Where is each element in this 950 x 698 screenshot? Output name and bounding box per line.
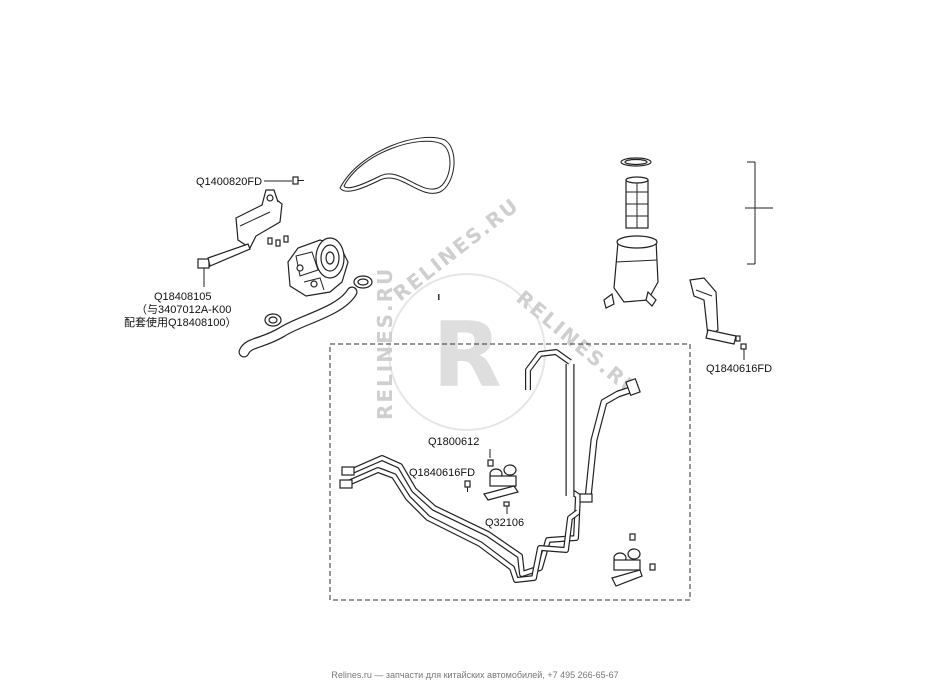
bracket-bolts	[267, 235, 289, 247]
pressure-pipe	[348, 455, 581, 577]
watermark-letter: R	[432, 303, 501, 408]
reservoir-bracket	[689, 277, 737, 345]
bolt-icon	[464, 480, 471, 492]
pipe-clamp-fitting	[483, 464, 519, 501]
label-q18408105: Q18408105	[154, 291, 212, 303]
label-q1400820fd: Q1400820FD	[196, 176, 262, 188]
watermark-text-top: RELINES.RU	[388, 193, 524, 306]
label-q18408105-note2: 配套使用Q18408100）	[124, 316, 237, 329]
group-bracket	[745, 161, 773, 265]
label-q18408105-note1: （与3407012A-K00	[136, 303, 231, 316]
reservoir-filter	[625, 176, 649, 229]
watermark: R RELINES.RU RELINES.RU RELINES.RU	[373, 193, 645, 431]
label-q1840616fd-right: Q1840616FD	[706, 363, 772, 375]
pipe-assembly-group-box	[329, 343, 691, 601]
pump-bracket	[235, 189, 283, 249]
power-steering-reservoir	[603, 235, 659, 309]
hose-clamp	[264, 313, 282, 327]
drive-belt	[339, 136, 455, 194]
reservoir-cap-seal	[620, 157, 652, 167]
bolt-icon	[487, 459, 494, 467]
watermark-text-left: RELINES.RU	[373, 267, 397, 420]
return-pipe	[344, 467, 580, 583]
power-steering-pump	[287, 237, 349, 297]
hose-clamp	[353, 275, 373, 289]
footer-caption: Relines.ru — запчасти для китайских авто…	[331, 670, 619, 680]
pipe-ends	[339, 466, 355, 489]
long-bolt	[197, 243, 251, 269]
label-q32106: Q32106	[485, 517, 524, 529]
pipe-clamp-fitting	[611, 533, 656, 587]
feed-pipe	[579, 377, 641, 503]
label-q1800612: Q1800612	[428, 436, 479, 448]
bolt-icon	[735, 335, 747, 350]
bolt-icon	[292, 176, 304, 185]
cooler-pipe	[525, 349, 575, 496]
bolt-icon	[503, 501, 510, 507]
label-q1840616fd-center: Q1840616FD	[409, 467, 475, 479]
